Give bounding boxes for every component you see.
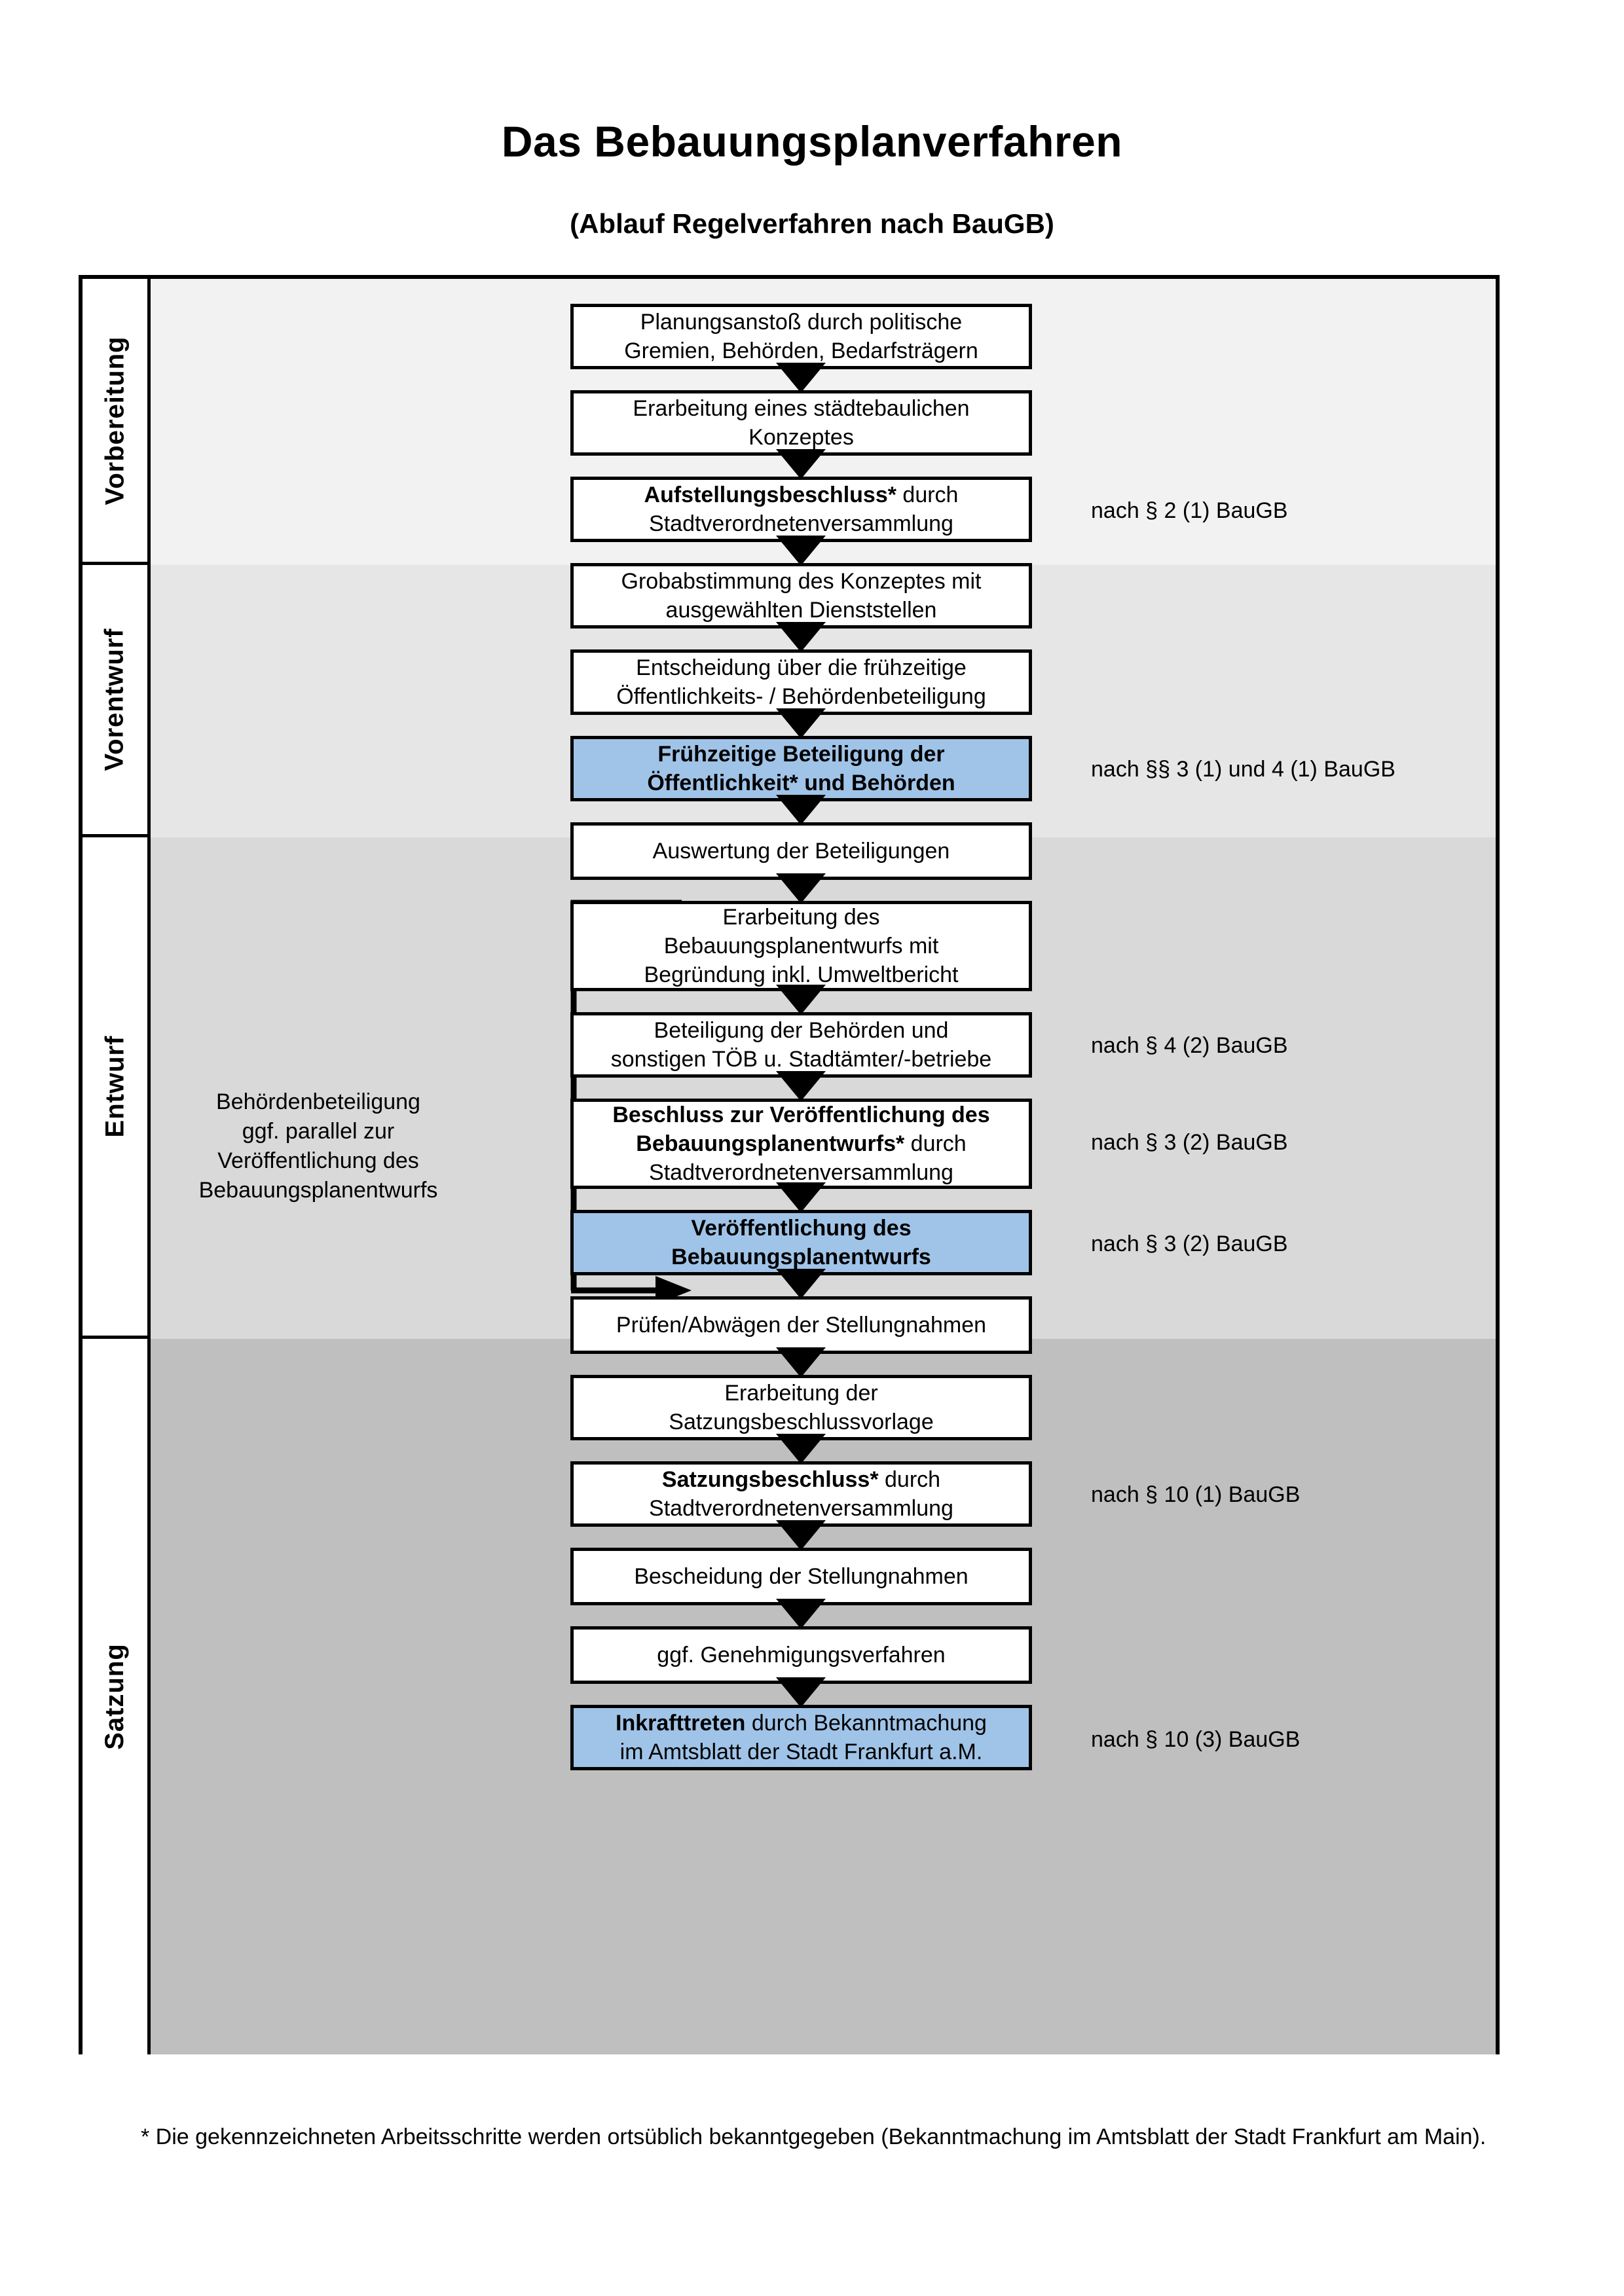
phase-label-satzung: Satzung (83, 1339, 151, 2054)
arrow-down (776, 1677, 826, 1707)
phase-label-vorentwurf: Vorentwurf (83, 565, 151, 837)
side-note-line: Bebauungsplanentwurfs (198, 1177, 438, 1203)
side-note-behoerdenbeteiligung: Behördenbeteiligung ggf. parallel zur Ve… (174, 1087, 462, 1205)
step-auswertung-beteiligungen[interactable]: Auswertung der Beteiligungen (570, 822, 1032, 880)
law-ref-par10-1: nach § 10 (1) BauGB (1091, 1482, 1301, 1507)
step-text: Prüfen/Abwägen der Stellungnahmen (616, 1312, 987, 1338)
arrow-down (776, 1269, 826, 1299)
side-note-line: Behördenbeteiligung (216, 1089, 420, 1114)
page-subtitle: (Ablauf Regelverfahren nach BauGB) (570, 208, 1054, 239)
law-ref-par3-2-b: nach § 3 (2) BauGB (1091, 1231, 1288, 1256)
arrow-down (776, 1347, 826, 1377)
side-note-line: ggf. parallel zur (242, 1118, 395, 1144)
phase-label-text: Vorbereitung (100, 336, 129, 505)
law-ref-par3-2-a: nach § 3 (2) BauGB (1091, 1130, 1288, 1155)
step-text: ggf. Genehmigungsverfahren (657, 1642, 946, 1667)
arrow-down (776, 985, 826, 1015)
arrow-down (776, 1071, 826, 1101)
arrow-down (776, 363, 826, 393)
arrow-down (776, 873, 826, 903)
step-pruefen-abwaegen[interactable]: Prüfen/Abwägen der Stellungnahmen (570, 1296, 1032, 1354)
flowchart-frame: Vorbereitung Vorentwurf Entwurf Satzung … (79, 275, 1500, 2054)
arrow-down (776, 536, 826, 566)
step-text: Bescheidung der Stellungnahmen (634, 1563, 969, 1589)
arrow-down (776, 1182, 826, 1212)
phase-label-text: Entwurf (100, 1035, 129, 1138)
page-title: Das Bebauungsplanverfahren (501, 117, 1123, 166)
phase-label-text: Satzung (100, 1643, 130, 1750)
step-text: Auswertung der Beteiligungen (652, 838, 950, 864)
footnote: * Die gekennzeichneten Arbeitsschritte w… (141, 2124, 1486, 2149)
arrow-down (776, 1434, 826, 1464)
law-ref-par2-1: nach § 2 (1) BauGB (1091, 498, 1288, 523)
side-note-line: Veröffentlichung des (217, 1148, 419, 1173)
arrow-down (776, 795, 826, 825)
law-ref-par4-2: nach § 4 (2) BauGB (1091, 1033, 1288, 1058)
law-ref-par3-1-4-1: nach §§ 3 (1) und 4 (1) BauGB (1091, 757, 1395, 782)
step-genehmigungsverfahren[interactable]: ggf. Genehmigungsverfahren (570, 1626, 1032, 1684)
step-bescheidung-stellungnahmen[interactable]: Bescheidung der Stellungnahmen (570, 1548, 1032, 1605)
arrow-down (776, 1520, 826, 1550)
phase-label-vorbereitung: Vorbereitung (83, 279, 151, 565)
law-ref-par10-3: nach § 10 (3) BauGB (1091, 1727, 1301, 1752)
arrow-down (776, 622, 826, 652)
phase-label-text: Vorentwurf (100, 628, 129, 771)
arrow-down (776, 1599, 826, 1629)
arrow-down (776, 708, 826, 738)
arrow-down (776, 449, 826, 479)
phase-label-entwurf: Entwurf (83, 837, 151, 1339)
